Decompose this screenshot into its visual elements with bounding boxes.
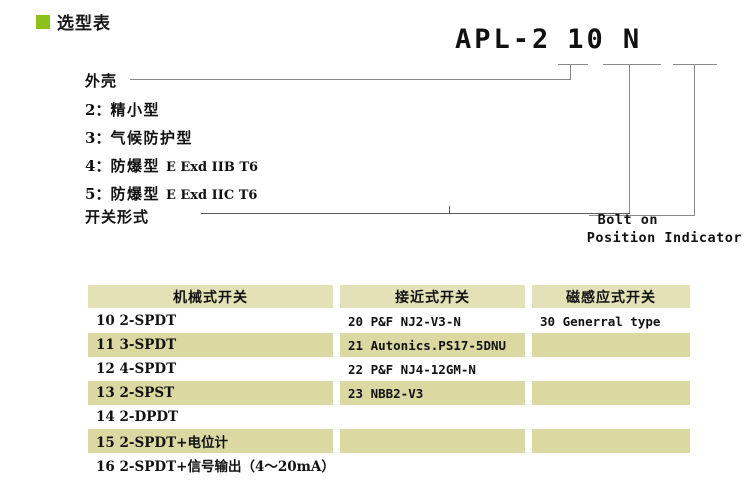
green-square-icon [36, 14, 50, 29]
table-header-mechanical: 机械式开关 [88, 285, 333, 308]
page-title: 选型表 [36, 9, 111, 34]
table-row: 16 2-SPDT+信号输出（4～20mA） [88, 453, 690, 477]
table-cell-magnetic-empty-3 [532, 381, 690, 405]
table-cell-proximity-empty-2 [340, 429, 525, 453]
table-cell-mechanical-15: 15 2-SPDT+电位计 [88, 429, 333, 453]
leader-housing-horizontal [130, 79, 571, 80]
underline-indicator-letter [673, 64, 717, 65]
model-code-indicator-letter: N [622, 24, 643, 55]
switch-section-label: 开关形式 [85, 208, 150, 226]
table-cell-mechanical-13: 13 2-SPST [88, 381, 333, 405]
leader-housing-vertical [570, 64, 571, 79]
housing-option-3-code: 3： [85, 129, 111, 147]
model-code-switch-digits: 10 [567, 24, 606, 55]
table-cell-magnetic-empty-6 [552, 453, 690, 477]
page-title-text: 选型表 [57, 14, 111, 34]
housing-option-4: 4：防爆型 E Exd IIB T6 [85, 155, 258, 176]
underline-switch-digits [603, 64, 661, 65]
housing-option-5: 5：防爆型 E Exd IIC T6 [85, 183, 257, 204]
housing-option-4-label: 防爆型 [110, 157, 160, 175]
leader-indicator-horizontal [589, 215, 695, 216]
leader-switch-horizontal [201, 213, 630, 214]
housing-option-5-code: 5： [85, 185, 111, 203]
leader-switch-stub [449, 206, 450, 214]
table-row: 14 2-DPDT [88, 405, 690, 429]
housing-option-5-cert: E Exd IIC T6 [165, 188, 258, 203]
table-cell-mechanical-14: 14 2-DPDT [88, 405, 333, 429]
leader-switch-vertical [629, 64, 630, 213]
table-cell-proximity-22: 22 P&F NJ4-12GM-N [340, 357, 525, 381]
table-header-row: 机械式开关 接近式开关 磁感应式开关 [88, 285, 690, 309]
table-cell-proximity-21: 21 Autonics.PS17-5DNU [340, 333, 525, 357]
housing-option-4-cert: E Exd IIB T6 [165, 160, 259, 175]
table-cell-proximity-empty-1 [340, 405, 525, 429]
housing-option-3-label: 气候防护型 [110, 129, 193, 147]
indicator-caption-line1: Bolt on [597, 212, 658, 228]
table-cell-mechanical-10: 10 2-SPDT [88, 309, 333, 333]
table-cell-mechanical-16: 16 2-SPDT+信号输出（4～20mA） [88, 453, 376, 477]
table-cell-magnetic-empty-4 [532, 405, 690, 429]
switch-options-table: 机械式开关 接近式开关 磁感应式开关 10 2-SPDT 20 P&F NJ2-… [88, 285, 690, 477]
table-cell-mechanical-11: 11 3-SPDT [88, 333, 333, 357]
table-cell-proximity-23: 23 NBB2-V3 [340, 381, 525, 405]
housing-section-label: 外壳 [85, 72, 118, 90]
table-row: 13 2-SPST 23 NBB2-V3 [88, 381, 690, 405]
table-header-proximity: 接近式开关 [340, 285, 525, 308]
model-code-housing-digit: 2 [532, 24, 552, 55]
table-row: 12 4-SPDT 22 P&F NJ4-12GM-N [88, 357, 690, 381]
table-cell-magnetic-empty-2 [532, 357, 690, 381]
housing-option-2-code: 2： [85, 101, 111, 119]
model-code-prefix: APL- [455, 24, 533, 55]
table-row: 15 2-SPDT+电位计 [88, 429, 690, 453]
model-code: APL-2 10 N [455, 24, 642, 55]
table-header-magnetic: 磁感应式开关 [532, 285, 690, 308]
table-cell-mechanical-12: 12 4-SPDT [88, 357, 333, 381]
housing-option-2: 2：精小型 [85, 99, 160, 120]
indicator-caption: Bolt on Position Indicator [482, 211, 742, 247]
table-cell-proximity-empty-3 [383, 453, 545, 477]
table-row: 11 3-SPDT 21 Autonics.PS17-5DNU [88, 333, 690, 357]
underline-housing-digit [558, 64, 588, 65]
housing-option-2-label: 精小型 [110, 101, 160, 119]
housing-option-5-label: 防爆型 [110, 185, 160, 203]
table-cell-magnetic-empty-5 [532, 429, 690, 453]
housing-option-3: 3：气候防护型 [85, 127, 193, 148]
table-cell-magnetic-30: 30 Generral type [532, 309, 690, 333]
table-row: 10 2-SPDT 20 P&F NJ2-V3-N 30 Generral ty… [88, 309, 690, 333]
indicator-caption-line2: Position Indicator [586, 230, 742, 246]
housing-option-4-code: 4： [85, 157, 111, 175]
table-cell-proximity-20: 20 P&F NJ2-V3-N [340, 309, 525, 333]
table-cell-magnetic-empty-1 [532, 333, 690, 357]
leader-indicator-vertical [694, 64, 695, 215]
